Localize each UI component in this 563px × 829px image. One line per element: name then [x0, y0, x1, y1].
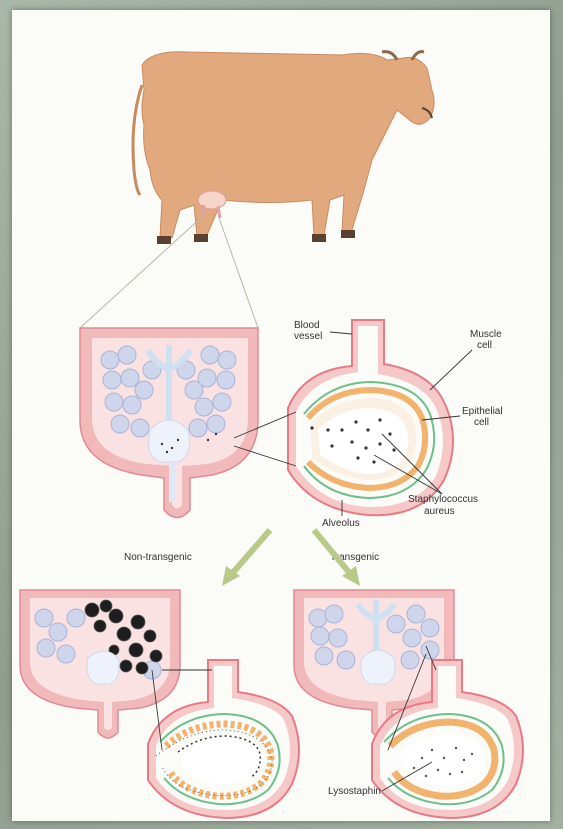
label-blood-vessel-2: vessel — [294, 331, 322, 342]
label-epithelial-cell: Epithelial — [462, 406, 503, 417]
transgenic-cow-diagram: Blood vessel Muscle cell Epithelial cell… — [12, 10, 550, 821]
non-transgenic-udder — [20, 590, 180, 738]
label-epithelial-cell-2: cell — [474, 417, 489, 428]
branch-arrows: Non-transgenic Transgenic — [124, 530, 379, 586]
label-lysostaphin: Lysostaphin — [328, 786, 381, 797]
label-muscle-cell-2: cell — [477, 340, 492, 351]
alveolus-detail — [234, 320, 453, 515]
arrow-non-transgenic — [230, 530, 270, 576]
udder-cross-section — [80, 328, 258, 518]
label-non-transgenic: Non-transgenic — [124, 552, 192, 563]
label-muscle-cell: Muscle — [470, 329, 502, 340]
label-staphylococcus-2: aureus — [424, 506, 455, 517]
cow-illustration — [133, 52, 434, 244]
label-alveolus: Alveolus — [322, 518, 360, 529]
label-staphylococcus: Staphylococcus — [408, 494, 478, 505]
label-blood-vessel: Blood — [294, 320, 320, 331]
